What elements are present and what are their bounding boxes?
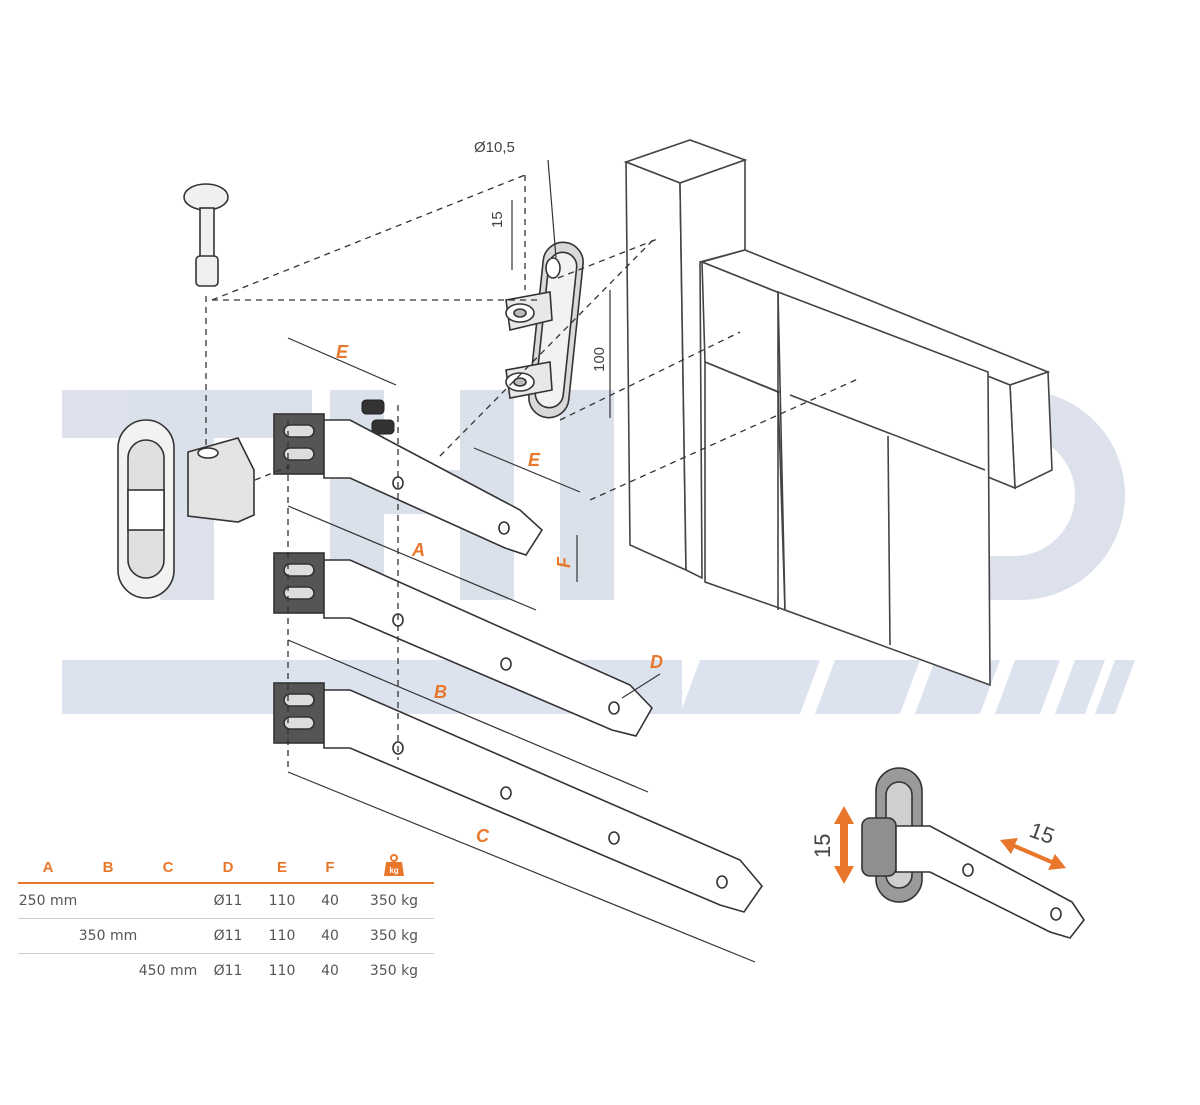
plate-offset-label: 15 bbox=[489, 211, 506, 228]
header-A: A bbox=[42, 858, 54, 876]
header-D: D bbox=[222, 858, 234, 876]
cell-E: 110 bbox=[268, 928, 296, 944]
dim-label-D: D bbox=[650, 652, 663, 672]
fixing-bolts bbox=[361, 399, 395, 435]
plate-height-label: 100 bbox=[591, 347, 608, 372]
wall-plate bbox=[505, 241, 584, 419]
header-E: E bbox=[276, 858, 287, 876]
table-row: 350 mm Ø11 110 40 350 kg bbox=[18, 919, 434, 954]
pivot-bushing bbox=[187, 437, 255, 523]
cell-D: Ø11 bbox=[213, 963, 243, 979]
dim-label-E-top: E bbox=[336, 342, 349, 362]
header-F: F bbox=[325, 858, 335, 876]
cell-E: 110 bbox=[268, 893, 296, 909]
dim-label-F: F bbox=[554, 556, 574, 568]
weight-icon: kg bbox=[354, 853, 434, 881]
cell-F: 40 bbox=[321, 928, 339, 944]
horizontal-adjust-arrow bbox=[1000, 838, 1066, 870]
adjustment-detail bbox=[861, 767, 1085, 939]
cell-load: 350 kg bbox=[369, 893, 419, 909]
cover-cap bbox=[117, 419, 175, 599]
cell-E: 110 bbox=[268, 963, 296, 979]
table-row: 250 mm Ø11 110 40 350 kg bbox=[18, 884, 434, 919]
spec-table: A B C D E F kg 250 mm Ø11 110 40 350 kg … bbox=[18, 852, 434, 988]
hole-diameter-label: Ø10,5 bbox=[474, 139, 515, 156]
cell-F: 40 bbox=[321, 893, 339, 909]
gate-leaf bbox=[699, 249, 1053, 687]
dim-label-C: C bbox=[476, 826, 490, 846]
vertical-adjust-arrow bbox=[834, 806, 854, 884]
gate-post bbox=[623, 139, 748, 580]
cell-load: 350 kg bbox=[369, 963, 419, 979]
hinge-pin bbox=[183, 183, 229, 287]
header-C: C bbox=[162, 858, 174, 876]
assembly-lines bbox=[205, 174, 861, 770]
spec-table-header: A B C D E F kg bbox=[18, 852, 434, 884]
cell-F: 40 bbox=[321, 963, 339, 979]
adjust-horizontal-label: 15 bbox=[1026, 817, 1058, 849]
cell-D: Ø11 bbox=[213, 893, 243, 909]
table-row: 450 mm Ø11 110 40 350 kg bbox=[18, 954, 434, 988]
dim-label-E-right: E bbox=[528, 450, 541, 470]
cell-C: 450 mm bbox=[138, 963, 198, 979]
dim-label-A: A bbox=[411, 540, 425, 560]
adjust-vertical-label: 15 bbox=[810, 834, 835, 858]
cell-load: 350 kg bbox=[369, 928, 419, 944]
hinge-strap-C bbox=[273, 682, 764, 913]
dim-label-B: B bbox=[434, 682, 447, 702]
cell-A: 250 mm bbox=[18, 893, 78, 909]
cell-B: 350 mm bbox=[78, 928, 138, 944]
cell-D: Ø11 bbox=[213, 928, 243, 944]
dimension-lines bbox=[287, 159, 756, 963]
header-B: B bbox=[102, 858, 114, 876]
weight-icon-label: kg bbox=[389, 866, 398, 875]
hinge-strap-B bbox=[273, 552, 653, 737]
